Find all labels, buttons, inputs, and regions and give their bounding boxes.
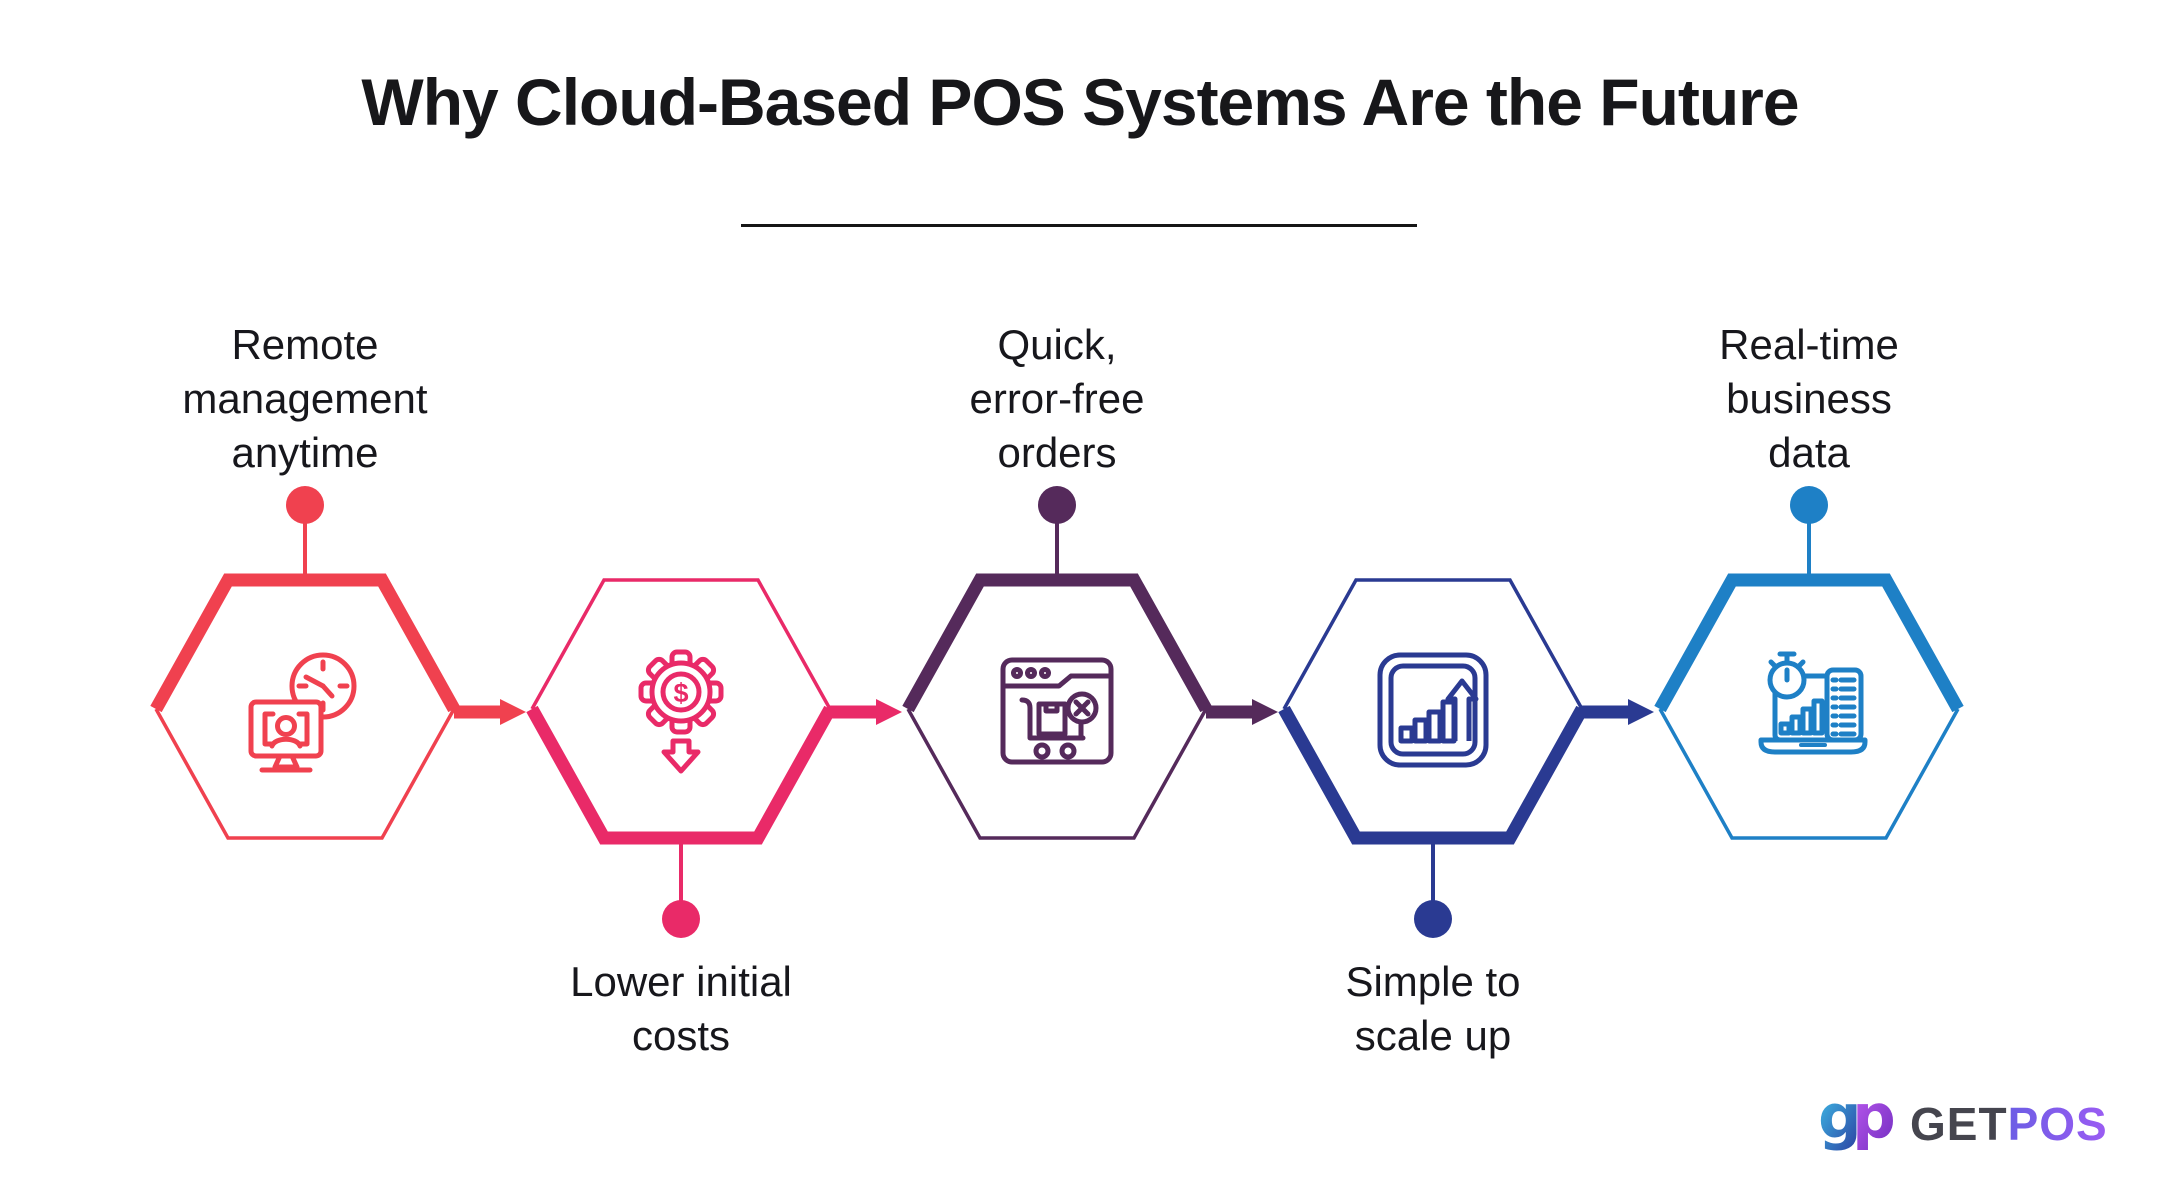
logo-mark-p: p [1852,1082,1895,1152]
benefit-label-line: scale up [1354,1012,1512,1059]
benefit-label-line: business [1726,375,1892,422]
gear-dollar-down-arrow-icon: $ [611,640,751,780]
connector-line [303,521,307,581]
benefit-label-line: Simple to [1345,958,1521,1005]
benefit-label-line: management [182,375,428,422]
connector-dot-icon [1414,900,1452,938]
growth-chart-icon [1363,640,1503,780]
getpos-logo: p g GETPOS [1818,1082,2138,1162]
benefit-label: Simple to scale up [1233,955,1633,1063]
flow-arrow-icon [1206,696,1280,728]
benefit-label: Lower initial costs [481,955,881,1063]
benefit-label-line: data [1768,429,1850,476]
benefit-label: Quick, error-free orders [857,318,1257,480]
remote-monitor-clock-icon [235,640,375,780]
connector-line [1431,837,1435,901]
svg-text:GETPOS: GETPOS [1910,1098,2108,1150]
flow-arrow-icon [1582,696,1656,728]
connector-dot-icon [1038,486,1076,524]
benefit-label: Real-time business data [1609,318,2009,480]
page-title: Why Cloud-Based POS Systems Are the Futu… [361,65,1799,139]
hexagon-shape [1278,570,1588,848]
connector-dot-icon [1790,486,1828,524]
logo-text-get: GET [1910,1098,2008,1150]
benefit-label-line: error-free [969,375,1145,422]
connector-dot-icon [286,486,324,524]
hexagon-shape [526,570,836,848]
benefit-label-line: orders [997,429,1117,476]
benefit-label-line: Quick, [997,321,1117,368]
connector-line [1807,521,1811,581]
laptop-analytics-stopwatch-icon [1739,640,1879,780]
browser-cart-error-icon [987,640,1127,780]
connector-line [679,837,683,901]
getpos-logo-text: GETPOS [1910,1098,2108,1150]
benefit-label-line: Lower initial [570,958,792,1005]
benefit-label: Remote management anytime [105,318,505,480]
connector-line [1055,521,1059,581]
hexagon-shape [150,570,460,848]
benefit-label-line: anytime [231,429,379,476]
logo-mark-g: g [1818,1082,1861,1152]
svg-text:$: $ [673,678,688,708]
hexagon-shape [1654,570,1964,848]
benefit-label-line: Remote [231,321,379,368]
hexagon-shape [902,570,1212,848]
flow-arrow-icon [830,696,904,728]
benefit-label-line: Real-time [1719,321,1899,368]
benefit-label-line: costs [631,1012,731,1059]
title-underline [741,224,1417,227]
flow-arrow-icon [454,696,528,728]
connector-dot-icon [662,900,700,938]
getpos-logo-mark-icon: p g [1818,1082,1896,1152]
logo-text-pos: POS [2008,1098,2108,1150]
